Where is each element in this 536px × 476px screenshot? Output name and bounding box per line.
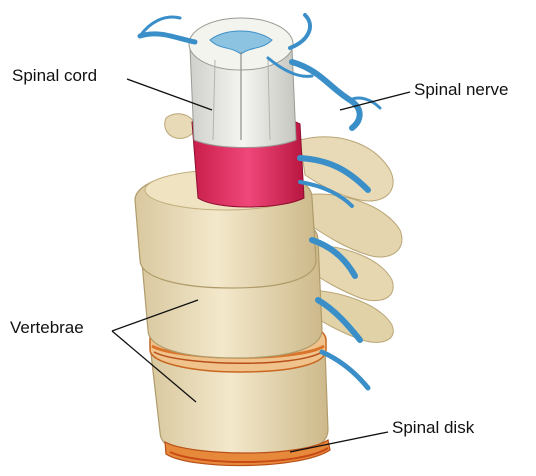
label-spinal-nerve: Spinal nerve <box>414 80 509 100</box>
spinal-cord-column <box>189 18 296 148</box>
label-spinal-cord: Spinal cord <box>12 66 97 86</box>
label-vertebrae: Vertebrae <box>10 318 84 338</box>
label-spinal-disk: Spinal disk <box>392 418 474 438</box>
